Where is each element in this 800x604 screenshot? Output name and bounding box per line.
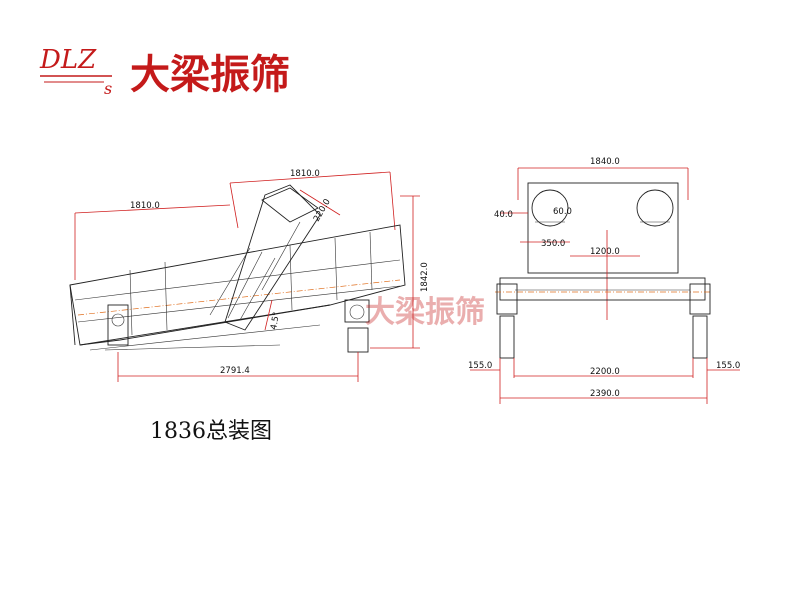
end-leg-left: [499, 315, 515, 359]
end-support-right: [689, 283, 711, 315]
dim-left-offset: 155.0: [468, 361, 492, 371]
end-leg-right: [692, 315, 708, 359]
cross-beam: [499, 277, 706, 301]
side-view: 1810.0 1810.0 1842.0 220.0: [69, 169, 430, 382]
logo-letters: DLZ: [39, 45, 97, 75]
dim-right-offset: 155.0: [716, 361, 740, 371]
drawing-caption: 1836总装图: [150, 419, 272, 444]
end-view: 1840.0 40.0 60.0 350.0 1200.0 1: [468, 157, 740, 404]
dim-1200: 1200.0: [590, 247, 620, 257]
dim-bottom: 2791.4: [220, 366, 250, 376]
dim-motor-spacing: 60.0: [553, 207, 572, 217]
motor-block: [261, 187, 319, 223]
dim-2390: 2390.0: [590, 389, 620, 399]
dim-angle: 4.5°: [269, 311, 282, 330]
brand-logo: DLZ s 大梁振筛: [39, 45, 290, 98]
exciter-beam: [224, 184, 321, 331]
dim-line-top-right: [229, 171, 391, 184]
dim-top-right: 1810.0: [290, 169, 320, 179]
motor-left: [531, 189, 569, 227]
support-right-base: [347, 327, 369, 353]
brand-name: 大梁振筛: [130, 52, 290, 98]
dim-2200: 2200.0: [590, 367, 620, 377]
dim-line-top-left: [74, 204, 231, 214]
dim-350: 350.0: [541, 239, 565, 249]
side-plate: [527, 182, 679, 274]
dim-height: 1842.0: [420, 262, 430, 292]
support-left: [107, 304, 129, 346]
motor-right: [636, 189, 674, 227]
dim-motor-offset: 40.0: [494, 210, 513, 220]
watermark: 大梁振筛: [365, 295, 485, 330]
logo-sub-letter: s: [104, 79, 112, 98]
dim-top-left: 1810.0: [130, 201, 160, 211]
dim-width-top: 1840.0: [590, 157, 620, 167]
support-right-top: [344, 299, 370, 323]
end-support-left: [496, 283, 518, 315]
